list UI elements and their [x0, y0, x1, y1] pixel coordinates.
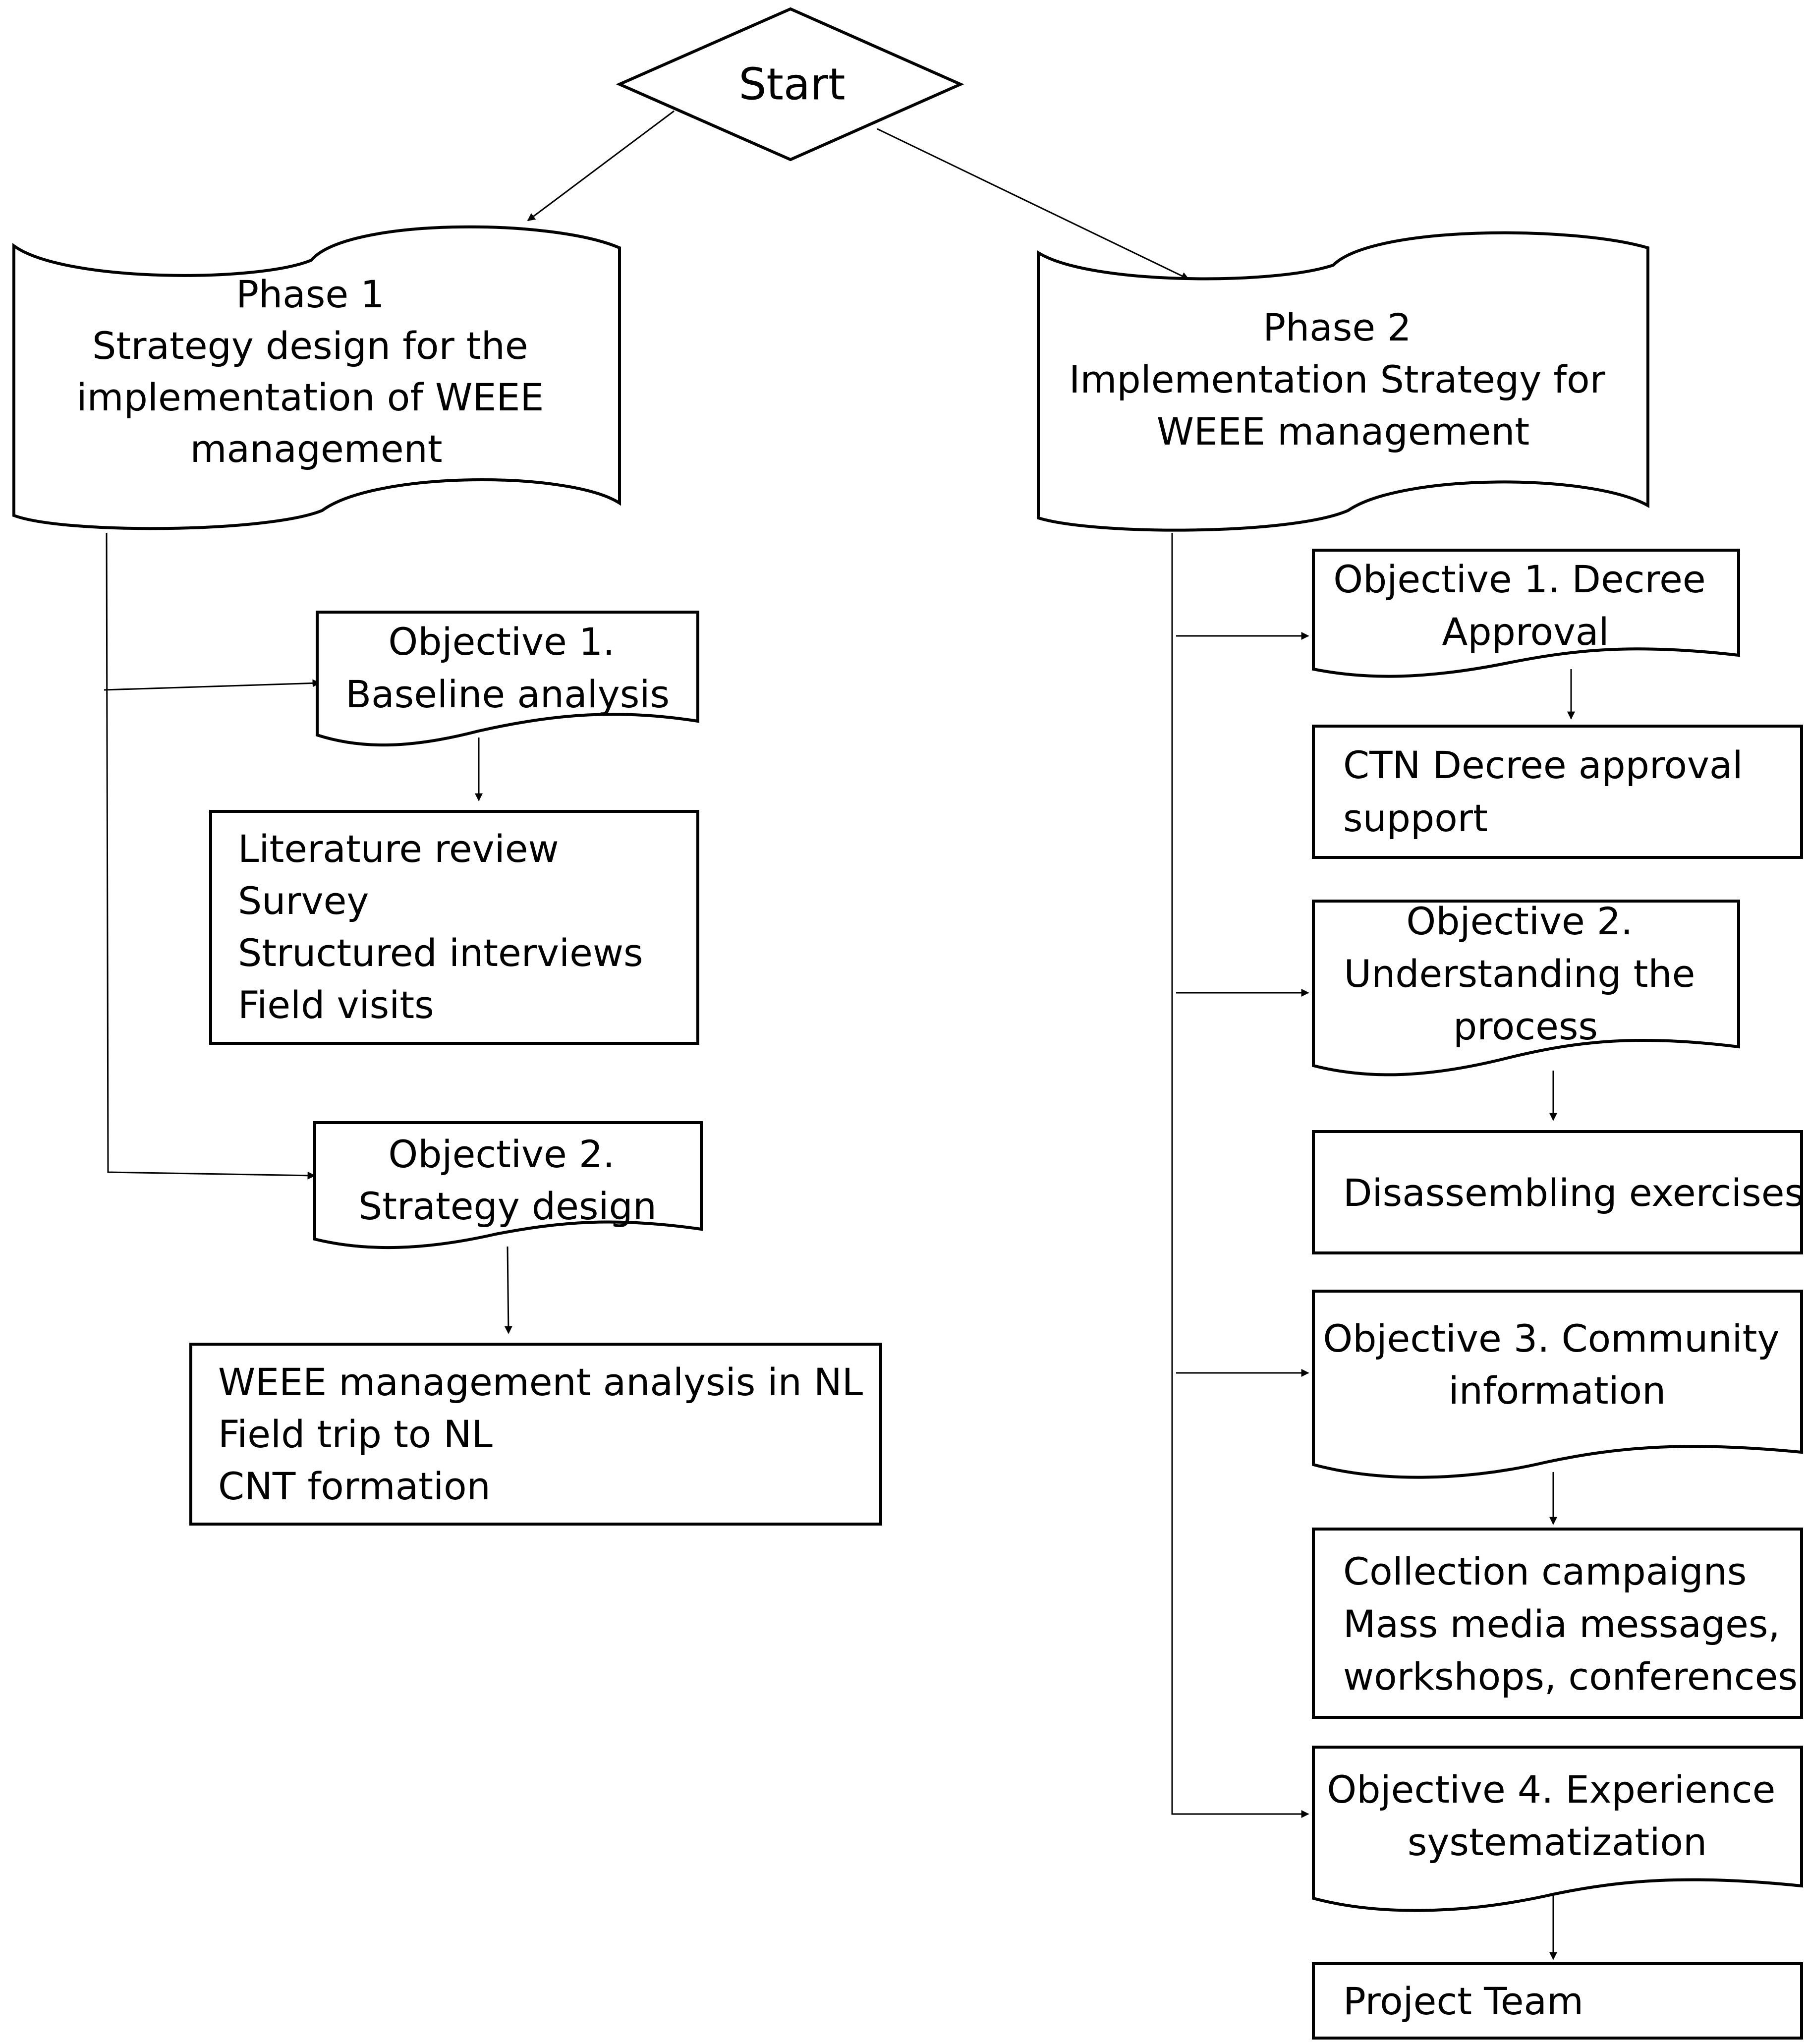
phase1-objective2: Objective 2. Strategy design — [313, 1121, 703, 1249]
connector-start-phase2 — [877, 128, 1189, 280]
connector-phase1-objective1 — [104, 679, 321, 691]
phase2-banner: Phase 2 Implementation Strategy for WEEE… — [1037, 231, 1649, 532]
phase1-objective2-activities: WEEE management analysis in NL Field tri… — [189, 1343, 882, 1526]
connector-start-phase1 — [527, 110, 675, 222]
phase2-objective4-label: Objective 4. Experience systematization — [1327, 1767, 1787, 1864]
phase2-objective4-activities: Project Team — [1312, 1962, 1803, 2040]
phase2-objective3-activity-list: Collection campaigns Mass media messages… — [1343, 1549, 1798, 1699]
phase2-objective4-activity-list: Project Team — [1343, 1979, 1583, 2023]
phase2-title: Phase 2 Implementation Strategy for WEEE… — [1069, 305, 1617, 454]
phase1-title: Phase 1 Strategy design for the implemen… — [76, 272, 556, 471]
connectors — [104, 110, 1575, 1960]
phase2-objective2-activity-list: Disassembling exercises — [1343, 1171, 1804, 1215]
phase1-objective2-activity-list: WEEE management analysis in NL Field tri… — [218, 1360, 875, 1508]
phase2-objective1: Objective 1. Decree Approval — [1312, 549, 1740, 678]
phase2-objective2-label: Objective 2. Understanding the process — [1344, 899, 1707, 1048]
phase1-objective1-activity-list: Literature review Survey Structured inte… — [238, 827, 655, 1027]
start-node: Start — [616, 7, 964, 162]
connector-phase1-spine — [106, 532, 316, 1180]
connector-phase2-spine — [1171, 533, 1309, 1818]
phase2-objective3: Objective 3. Community information — [1312, 1290, 1803, 1479]
phase2-objective1-activity-list: CTN Decree approval support — [1343, 743, 1755, 840]
phase2-objective2-activities: Disassembling exercises — [1312, 1130, 1804, 1254]
phase1-objective1-activities: Literature review Survey Structured inte… — [209, 810, 699, 1045]
phase2-objective1-activities: CTN Decree approval support — [1312, 725, 1803, 859]
phase2-objective1-label: Objective 1. Decree Approval — [1333, 557, 1718, 654]
phase2-objective3-label: Objective 3. Community information — [1323, 1316, 1791, 1413]
start-label: Start — [739, 59, 846, 110]
phase2-objective2: Objective 2. Understanding the process — [1312, 899, 1740, 1077]
phase2-objective3-activities: Collection campaigns Mass media messages… — [1312, 1528, 1803, 1719]
phase2-objective4: Objective 4. Experience systematization — [1312, 1746, 1803, 1912]
phase1-banner: Phase 1 Strategy design for the implemen… — [12, 225, 621, 530]
phase1-objective1-label: Objective 1. Baseline analysis — [345, 620, 670, 716]
phase1-objective1: Objective 1. Baseline analysis — [316, 611, 699, 747]
phase1-objective2-label: Objective 2. Strategy design — [358, 1132, 657, 1228]
